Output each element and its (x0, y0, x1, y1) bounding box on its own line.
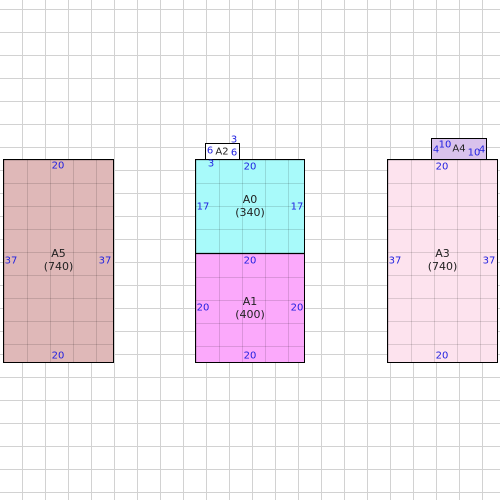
room-a5: A5 (740) (3, 159, 114, 363)
room-a3: A3 (740) (387, 159, 498, 363)
room-a0: A0 (340) (195, 159, 305, 254)
room-a5-dim-top: 20 (51, 160, 65, 172)
room-a0-dim-left: 17 (196, 201, 210, 213)
room-a2-name: A2 (215, 146, 229, 158)
room-a3-area: (740) (427, 260, 458, 273)
room-a2-dim-bottom: 3 (207, 158, 215, 170)
room-a3-dim-top: 20 (435, 161, 449, 173)
room-a3-dim-left: 37 (388, 255, 402, 267)
room-a1-name: A1 (242, 295, 258, 308)
room-a0-dim-right: 17 (290, 201, 304, 213)
room-a2-dim-top: 3 (230, 134, 238, 146)
room-a5-name: A5 (51, 247, 66, 260)
room-a1: A1 (400) (195, 253, 305, 363)
room-a4-dim-right: 4 (478, 144, 486, 156)
room-a4-dim-top: 10 (438, 139, 452, 151)
room-a1-dim-bottom: 20 (243, 350, 257, 362)
room-a2-dim-left: 6 (206, 145, 214, 157)
room-a1-dim-top: 20 (243, 255, 257, 267)
room-a1-area: (400) (235, 308, 265, 321)
room-a4-name: A4 (452, 143, 466, 155)
room-a3-dim-right: 37 (482, 255, 496, 267)
room-a3-name: A3 (435, 247, 450, 260)
room-a1-dim-right: 20 (290, 302, 304, 314)
room-a4 (431, 138, 487, 160)
room-a0-dim-top: 20 (243, 161, 257, 173)
room-a5-dim-bottom: 20 (51, 350, 65, 362)
room-a0-area: (340) (235, 206, 265, 219)
room-a2 (205, 143, 240, 160)
room-a1-dim-left: 20 (196, 302, 210, 314)
room-a4-dim-bottom: 10 (467, 147, 481, 159)
room-a5-dim-left: 37 (4, 255, 18, 267)
room-a3-dim-bottom: 20 (435, 350, 449, 362)
room-a0-name: A0 (242, 193, 258, 206)
room-a5-dim-right: 37 (98, 255, 112, 267)
room-a2-dim-right: 6 (230, 147, 238, 159)
room-a4-dim-left: 4 (432, 144, 440, 156)
room-a5-area: (740) (43, 260, 74, 273)
